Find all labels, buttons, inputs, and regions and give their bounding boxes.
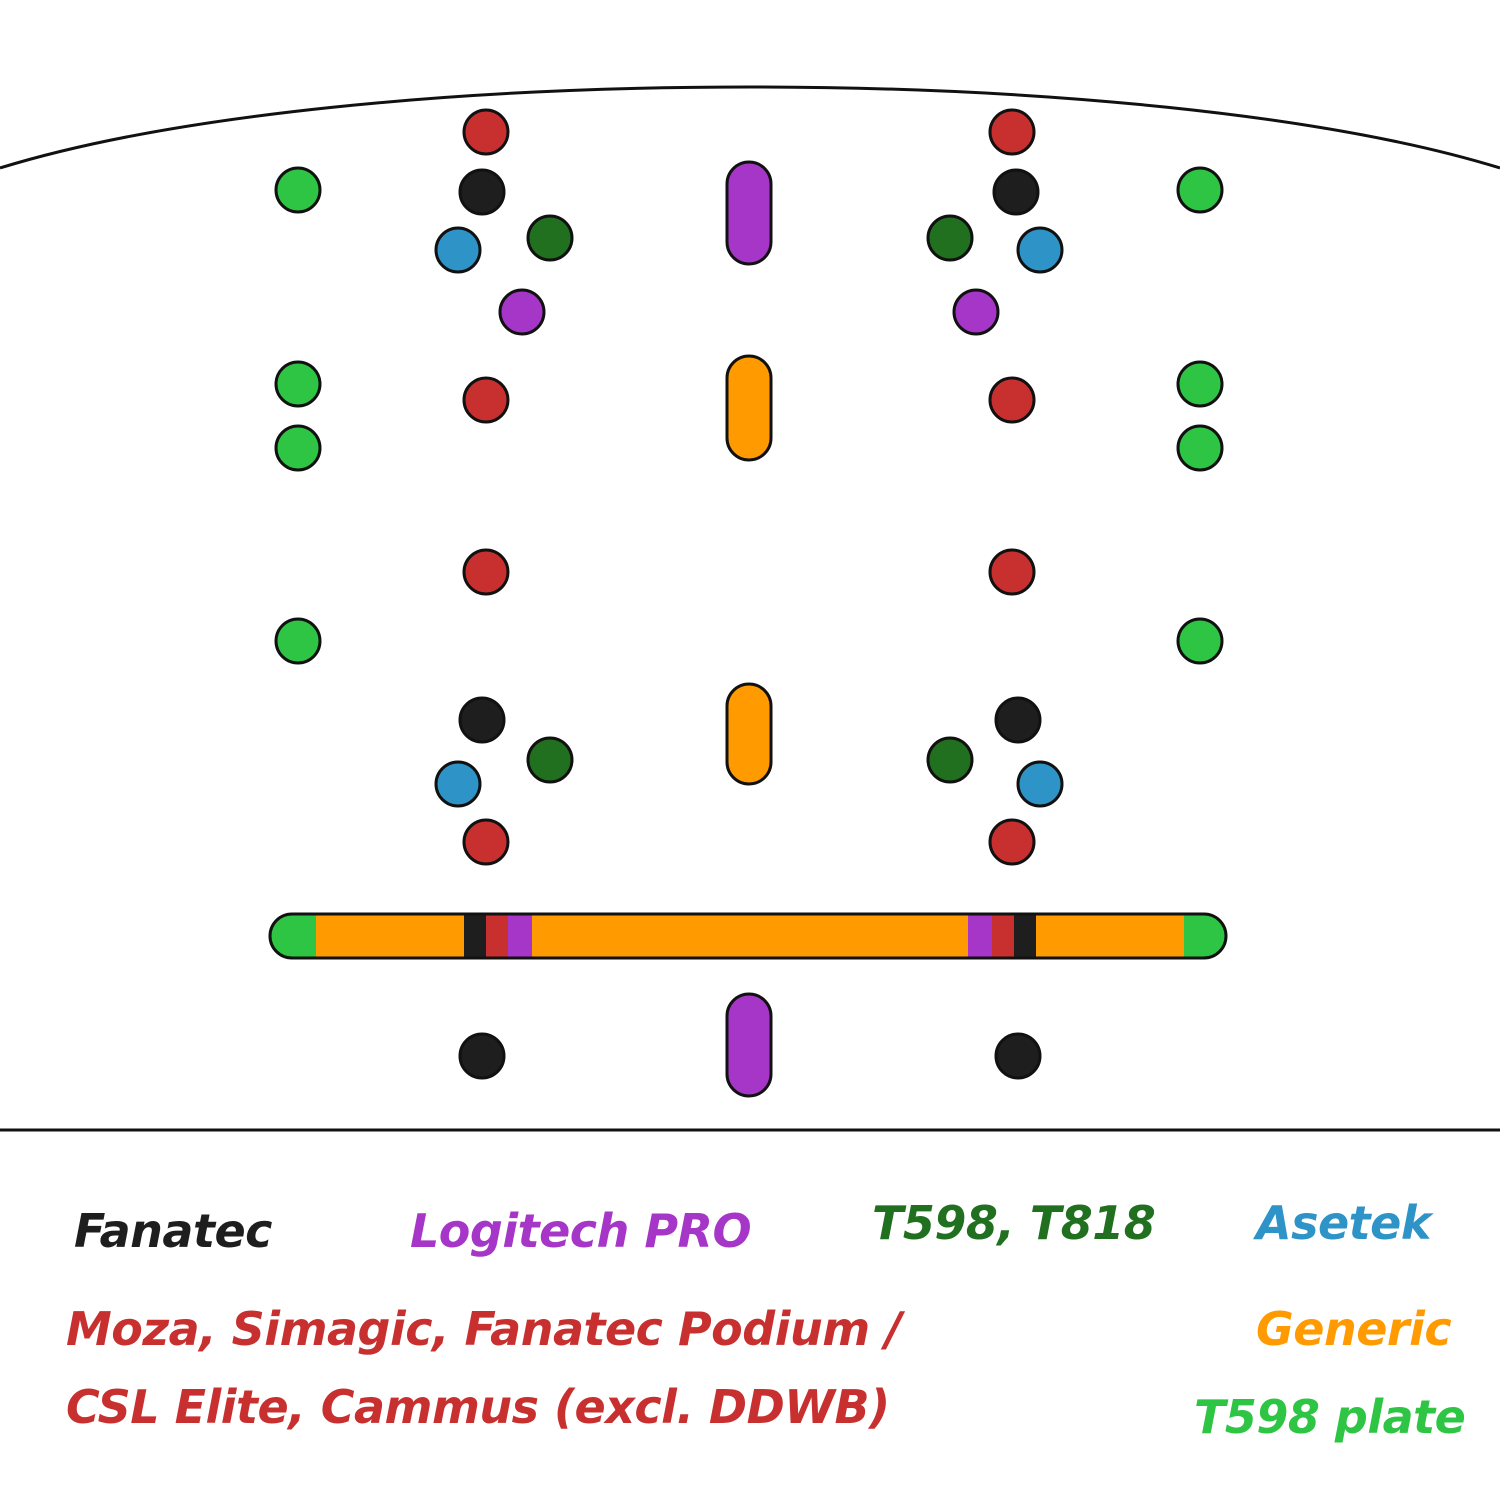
mount-hole-t598-t818	[526, 736, 574, 784]
mount-hole-t598-t818	[526, 214, 574, 262]
mount-hole-asetek	[1016, 226, 1064, 274]
long-slot-segment-fanatec	[1014, 914, 1036, 958]
plate-top-edge	[0, 85, 1500, 170]
mount-hole-t598-plate	[274, 360, 322, 408]
mount-hole-t598-t818	[926, 736, 974, 784]
long-slot-segment-logitech-pro	[508, 914, 532, 958]
long-slot-segment-fanatec	[464, 914, 486, 958]
mount-hole-fanatec	[458, 696, 506, 744]
mount-hole-moza-simagic-podium-cammus	[988, 108, 1036, 156]
long-slot-segment-moza	[992, 914, 1014, 958]
long-slot-segment-generic	[1036, 914, 1184, 958]
mount-hole-fanatec	[992, 168, 1040, 216]
mount-hole-fanatec	[458, 1032, 506, 1080]
mount-hole-t598-t818	[926, 214, 974, 262]
mount-hole-logitech-pro	[498, 288, 546, 336]
mount-hole-moza-simagic-podium-cammus	[462, 818, 510, 866]
bottom-slot-logitech-pro	[725, 992, 773, 1098]
legend-t598-plate: T598 plate	[1194, 1390, 1466, 1444]
mount-hole-t598-plate	[274, 166, 322, 214]
mount-hole-t598-plate	[1176, 424, 1224, 472]
mount-hole-moza-simagic-podium-cammus	[462, 376, 510, 424]
legend-logitech-pro: Logitech PRO	[410, 1204, 752, 1258]
mount-hole-fanatec	[458, 168, 506, 216]
upper-slot-generic	[725, 354, 773, 462]
legend-fanatec: Fanatec	[74, 1204, 272, 1258]
mount-hole-asetek	[434, 226, 482, 274]
mount-hole-t598-plate	[274, 617, 322, 665]
legend-generic: Generic	[1256, 1302, 1452, 1356]
long-slot-outline	[268, 912, 1228, 960]
mount-hole-t598-plate	[1176, 617, 1224, 665]
long-slot-segment-generic	[316, 914, 464, 958]
long-slot-segment-moza	[486, 914, 508, 958]
mount-hole-t598-plate	[274, 424, 322, 472]
mount-hole-logitech-pro	[952, 288, 1000, 336]
mount-hole-moza-simagic-podium-cammus	[988, 818, 1036, 866]
long-slot	[270, 914, 1226, 958]
long-slot-segment-generic	[532, 914, 968, 958]
long-slot-segment-logitech-pro	[968, 914, 992, 958]
mount-hole-fanatec	[994, 1032, 1042, 1080]
top-slot-logitech-pro	[725, 160, 773, 266]
mount-hole-t598-plate	[1176, 166, 1224, 214]
legend-t598-t818: T598, T818	[872, 1196, 1156, 1250]
legend-moza-line-2: CSL Elite, Cammus (excl. DDWB)	[66, 1380, 890, 1434]
mount-hole-moza-simagic-podium-cammus	[462, 108, 510, 156]
middle-slot-generic	[725, 682, 773, 786]
mount-hole-asetek	[434, 760, 482, 808]
mount-hole-moza-simagic-podium-cammus	[988, 548, 1036, 596]
legend-asetek: Asetek	[1256, 1196, 1431, 1250]
mount-hole-moza-simagic-podium-cammus	[988, 376, 1036, 424]
mount-hole-moza-simagic-podium-cammus	[462, 548, 510, 596]
mount-hole-fanatec	[994, 696, 1042, 744]
mount-hole-t598-plate	[1176, 360, 1224, 408]
legend-moza-line-1: Moza, Simagic, Fanatec Podium /	[66, 1302, 902, 1356]
mount-hole-asetek	[1016, 760, 1064, 808]
